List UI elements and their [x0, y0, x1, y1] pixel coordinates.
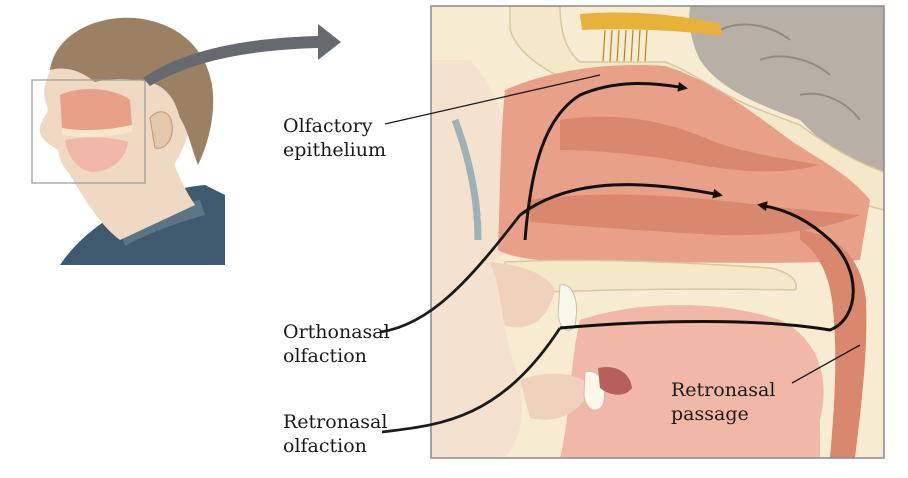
leader-lines [379, 74, 861, 434]
label-orthonasal-olfaction: Orthonasal olfaction [283, 321, 390, 367]
pharynx [800, 230, 867, 458]
leader-orthonasal [379, 214, 522, 334]
flow-arrow-orthonasal [519, 183, 723, 217]
leader-olfactory-epithelium [384, 74, 601, 125]
head-nasal-cavity [60, 88, 132, 131]
lower-lip [520, 373, 590, 420]
panel-border [430, 5, 885, 459]
turbinate-lower [530, 194, 860, 236]
head-oral-cavity [65, 137, 128, 172]
zoom-arrow [143, 24, 341, 86]
upper-lip [490, 262, 555, 328]
nose [431, 60, 521, 262]
leader-retronasal-passage [791, 344, 861, 384]
olfactory-bulb [580, 12, 722, 36]
label-retronasal-passage: Retronasal passage [671, 379, 776, 425]
flow-arrow-epithelium [523, 81, 688, 241]
sagittal-section-panel [431, 6, 884, 458]
head-illustration [31, 17, 225, 265]
upper-tooth [557, 284, 577, 331]
hair [50, 17, 214, 165]
lower-tooth [583, 370, 605, 411]
turbinate-upper [560, 116, 820, 172]
tongue [560, 305, 824, 458]
leader-retronasal-olfaction [381, 327, 562, 434]
head-palate [62, 125, 132, 138]
olfactory-nerve-fibers [602, 29, 648, 63]
flow-arrow-retronasal [559, 201, 855, 332]
label-retronasal-olfaction: Retronasal olfaction [283, 411, 388, 457]
brain [689, 6, 884, 180]
label-olfactory-epithelium: Olfactory epithelium [283, 115, 387, 161]
ear [149, 111, 173, 149]
collar [120, 200, 205, 246]
zoom-frame [31, 79, 146, 184]
